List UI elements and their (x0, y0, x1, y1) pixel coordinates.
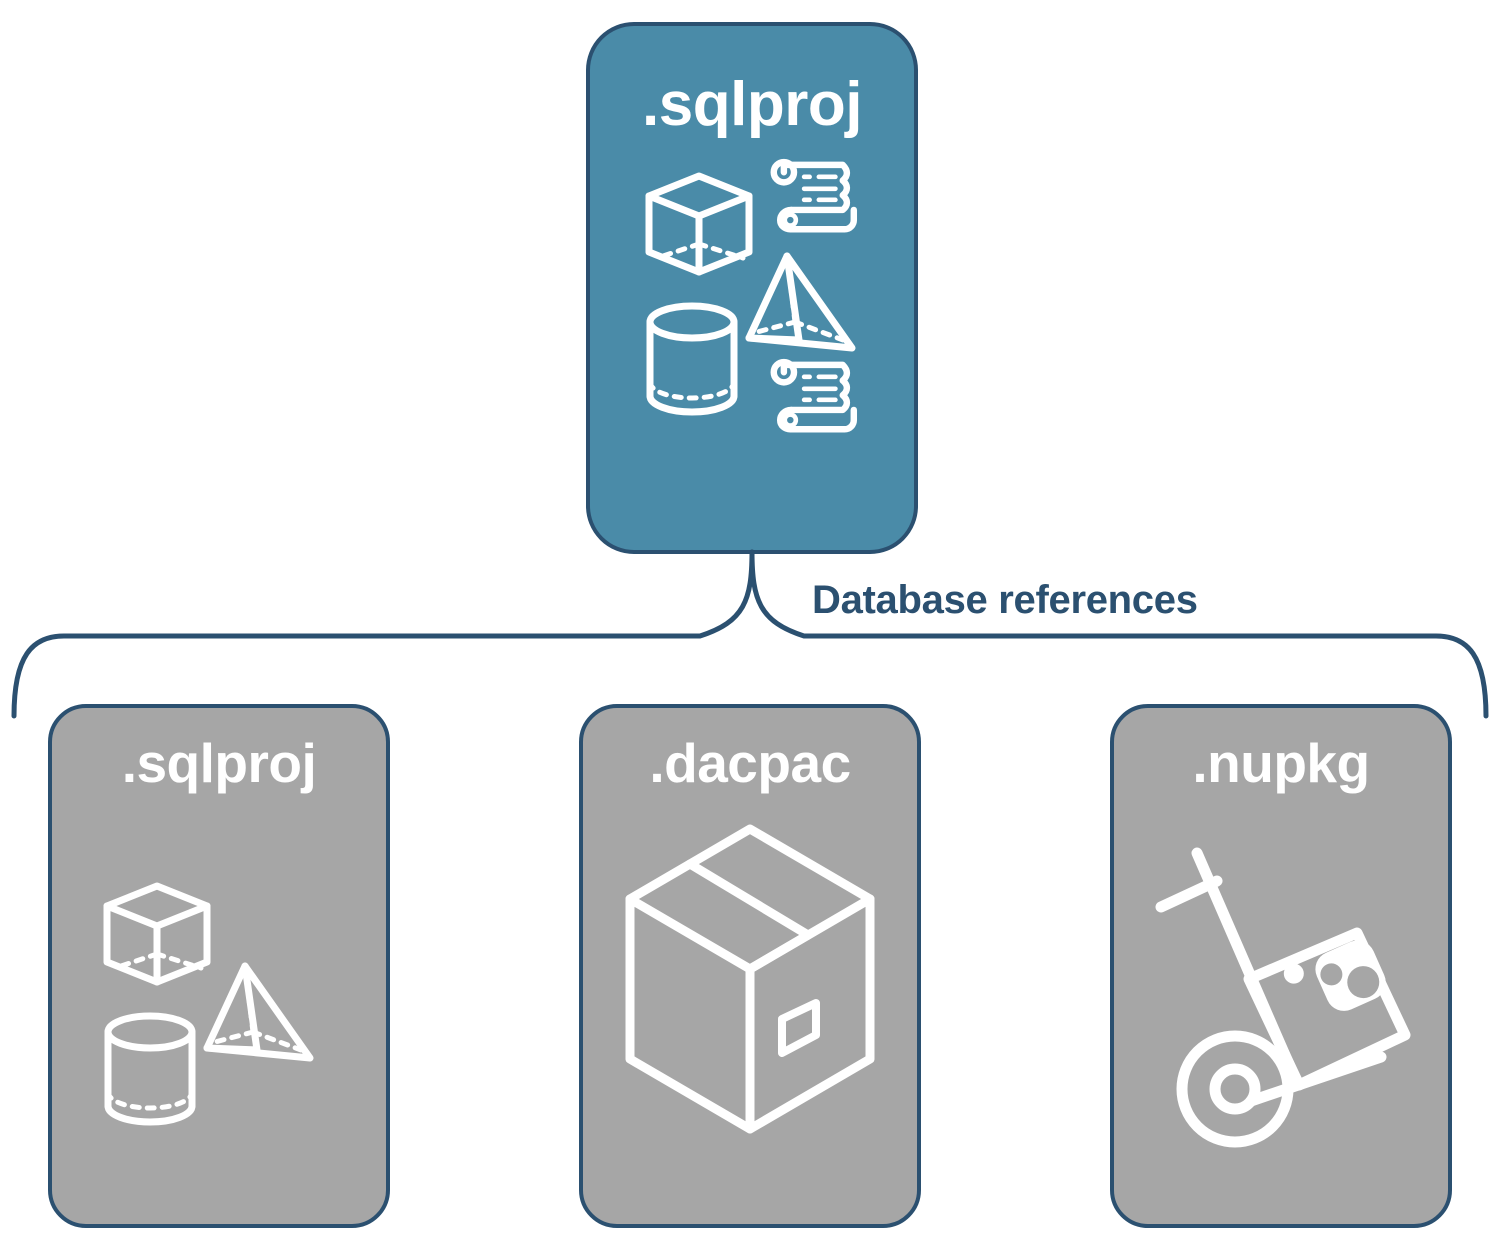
brace-right-arm (749, 549, 1489, 719)
pyramid-icon (745, 252, 856, 352)
pyramid-icon (203, 962, 314, 1062)
leaf-sqlproj-icon-group (69, 809, 369, 1159)
cube-icon (103, 882, 211, 986)
node-leaf-dacpac[interactable]: .dacpac (579, 704, 921, 1228)
node-leaf-nupkg-label: .nupkg (1192, 732, 1370, 794)
scroll-icon (770, 358, 858, 433)
cube-icon (645, 172, 753, 276)
node-root-label: .sqlproj (642, 70, 862, 139)
node-root-sqlproj[interactable]: .sqlproj (586, 22, 918, 554)
nuget-logo-cutouts (1320, 963, 1380, 999)
node-leaf-dacpac-label: .dacpac (649, 732, 851, 794)
database-references-brace (11, 549, 1489, 719)
node-leaf-sqlproj-label: .sqlproj (121, 732, 317, 794)
cylinder-icon (104, 1012, 196, 1126)
node-leaf-nupkg[interactable]: .nupkg (1110, 704, 1452, 1228)
node-leaf-sqlproj[interactable]: .sqlproj (48, 704, 390, 1228)
package-box-icon (625, 824, 875, 1134)
leaf-dacpac-icon-group (600, 809, 900, 1159)
brace-left-arm (11, 549, 755, 719)
leaf-nupkg-icon-group (1131, 809, 1431, 1159)
nuget-package-icon (1243, 927, 1411, 1091)
scroll-icon (770, 158, 858, 233)
connector-caption: Database references (812, 578, 1198, 622)
cylinder-icon (646, 302, 738, 416)
root-icon-group (637, 158, 867, 450)
